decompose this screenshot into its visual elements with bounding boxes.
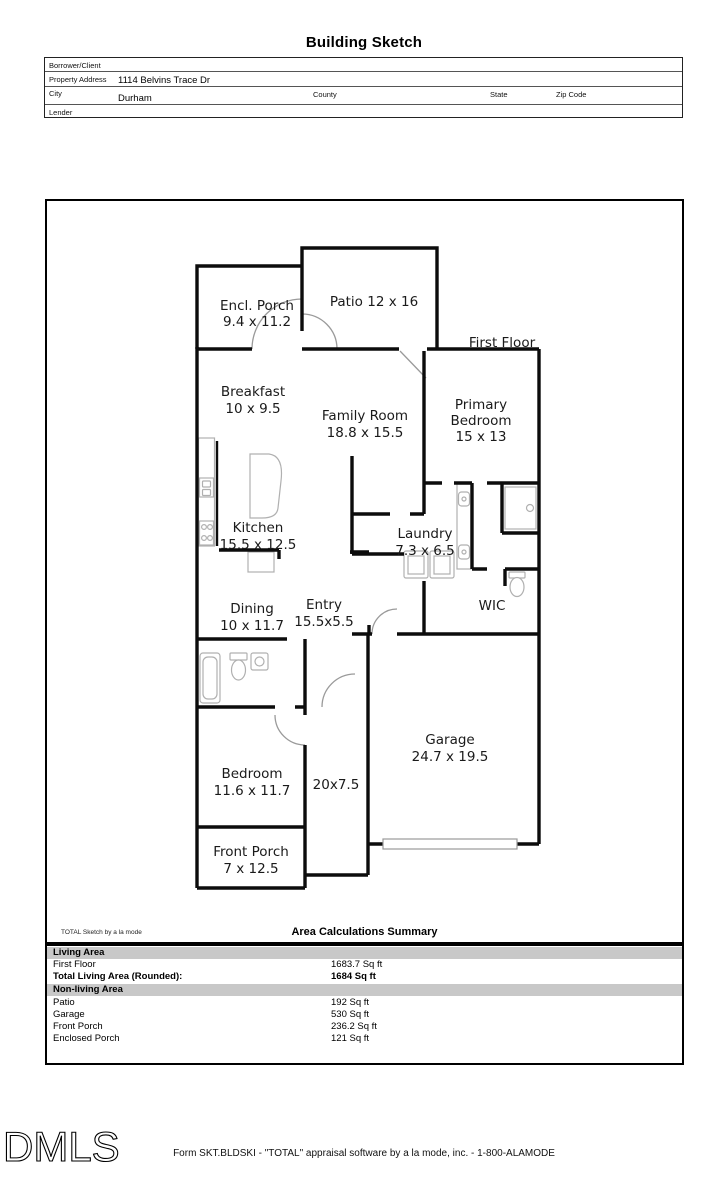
form-row-address: Property Address 1114 Belvins Trace Dr [45, 71, 682, 86]
svg-text:15.5x5.5: 15.5x5.5 [294, 614, 354, 630]
property-address-value: 1114 Belvins Trace Dr [118, 75, 211, 86]
garage-label: Garage [53, 1009, 85, 1020]
sketch-area: Encl. Porch 9.4 x 11.2 Patio 12 x 16 Fir… [45, 199, 684, 1065]
summary-header: TOTAL Sketch by a la mode Area Calculati… [47, 920, 682, 942]
room-label-wic: WIC [479, 598, 506, 614]
bath-walls [197, 637, 307, 707]
patio-row: Patio 192 Sq ft [47, 997, 682, 1009]
nonliving-area-header: Non-living Area [47, 984, 682, 996]
patio-door-arc [301, 313, 338, 350]
dmls-logo: DMLS [2, 1123, 120, 1170]
room-label-patio: Patio 12 x 16 [330, 294, 418, 310]
front-porch-walls [197, 875, 307, 890]
total-living-row: Total Living Area (Rounded): 1684 Sq ft [47, 971, 682, 983]
living-area-header: Living Area [47, 947, 682, 959]
garage-door-arc [371, 608, 398, 635]
porch-walls [195, 264, 302, 349]
property-info-form: Borrower/Client Property Address 1114 Be… [44, 57, 683, 118]
toilet2-bowl-icon [509, 576, 525, 598]
state-label: State [490, 90, 508, 99]
zip-label: Zip Code [556, 90, 587, 99]
svg-text:18.8 x 15.5: 18.8 x 15.5 [327, 425, 404, 441]
room-label-hall: 20x7.5 [313, 777, 360, 793]
laundry-walls [350, 512, 424, 556]
shower-walls [500, 483, 539, 535]
floor-label: First Floor [469, 335, 536, 351]
total-living-label: Total Living Area (Rounded): [53, 971, 183, 982]
lender-label: Lender [49, 108, 73, 117]
svg-text:10 x 11.7: 10 x 11.7 [220, 618, 284, 634]
county-label: County [313, 90, 337, 99]
summary-divider-bar [47, 942, 682, 946]
kitchen-island [249, 453, 283, 519]
room-label-entry: Entry [306, 597, 342, 613]
svg-text:9.4 x 11.2: 9.4 x 11.2 [223, 314, 291, 330]
wic-walls [422, 567, 539, 634]
toilet-bowl-icon [230, 659, 247, 681]
enclosed-porch-row: Enclosed Porch 121 Sq ft [47, 1033, 682, 1045]
borrower-label: Borrower/Client [49, 61, 101, 70]
porch-door-arc [251, 298, 303, 350]
garage-door [382, 838, 518, 850]
room-label-dining: Dining [230, 601, 274, 617]
enclosed-porch-label: Enclosed Porch [53, 1033, 120, 1044]
svg-text:24.7 x 19.5: 24.7 x 19.5 [412, 749, 489, 765]
bedroom-door-arc [274, 714, 306, 746]
form-footer-text: Form SKT.BLDSKI - "TOTAL" appraisal soft… [173, 1148, 555, 1159]
property-address-label: Property Address [49, 75, 107, 84]
svg-text:15 x 13: 15 x 13 [456, 429, 507, 445]
svg-text:10 x 9.5: 10 x 9.5 [225, 401, 280, 417]
front-porch-value: 236.2 Sq ft [331, 1021, 377, 1032]
svg-text:15.5 x 12.5: 15.5 x 12.5 [220, 537, 297, 553]
room-label-encl-porch: Encl. Porch [220, 298, 294, 314]
page-title: Building Sketch [305, 34, 423, 51]
city-label: City [49, 89, 62, 98]
kitchen-peninsula [247, 551, 275, 573]
room-label-family-room: Family Room [322, 408, 408, 424]
floorplan-drawing: Encl. Porch 9.4 x 11.2 Patio 12 x 16 Fir… [195, 246, 541, 890]
garage-row: Garage 530 Sq ft [47, 1009, 682, 1021]
svg-text:Bedroom: Bedroom [450, 413, 511, 429]
front-porch-row: Front Porch 236.2 Sq ft [47, 1021, 682, 1033]
summary-brand: TOTAL Sketch by a la mode [61, 929, 142, 936]
enclosed-porch-value: 121 Sq ft [331, 1033, 370, 1044]
room-label-garage: Garage [425, 732, 474, 748]
patio-label: Patio [53, 997, 75, 1008]
svg-text:7 x 12.5: 7 x 12.5 [223, 861, 278, 877]
city-value: Durham [118, 93, 152, 104]
form-row-city: City Durham County State Zip Code [45, 86, 682, 104]
fixtures [197, 437, 537, 704]
summary-title: Area Calculations Summary [291, 926, 438, 938]
patio-slider-door [399, 350, 427, 379]
patio-walls [300, 246, 439, 349]
front-porch-label: Front Porch [53, 1021, 103, 1032]
first-floor-label: First Floor [53, 959, 96, 970]
form-row-borrower: Borrower/Client [45, 58, 682, 71]
hall-door-arc [321, 673, 356, 708]
room-label-bedroom: Bedroom [221, 766, 282, 782]
form-row-lender: Lender [45, 104, 682, 117]
door-arcs [251, 298, 427, 746]
toilet-tank-icon [229, 652, 248, 661]
total-living-value: 1684 Sq ft [331, 971, 376, 982]
svg-text:11.6 x 11.7: 11.6 x 11.7 [214, 783, 291, 799]
first-floor-value: 1683.7 Sq ft [331, 959, 383, 970]
room-label-breakfast: Breakfast [221, 384, 285, 400]
room-label-kitchen: Kitchen [233, 520, 284, 536]
kitchen-dining-wall [219, 548, 281, 559]
patio-value: 192 Sq ft [331, 997, 370, 1008]
room-label-primary-bedroom: Primary [455, 397, 507, 413]
svg-text:7.3 x 6.5: 7.3 x 6.5 [395, 543, 455, 559]
room-label-laundry: Laundry [397, 526, 452, 542]
first-floor-row: First Floor 1683.7 Sq ft [47, 959, 682, 971]
garage-value: 530 Sq ft [331, 1009, 370, 1020]
room-label-front-porch: Front Porch [213, 844, 289, 860]
room-labels: Encl. Porch 9.4 x 11.2 Patio 12 x 16 Fir… [213, 294, 535, 877]
corridor-walls [303, 707, 370, 877]
